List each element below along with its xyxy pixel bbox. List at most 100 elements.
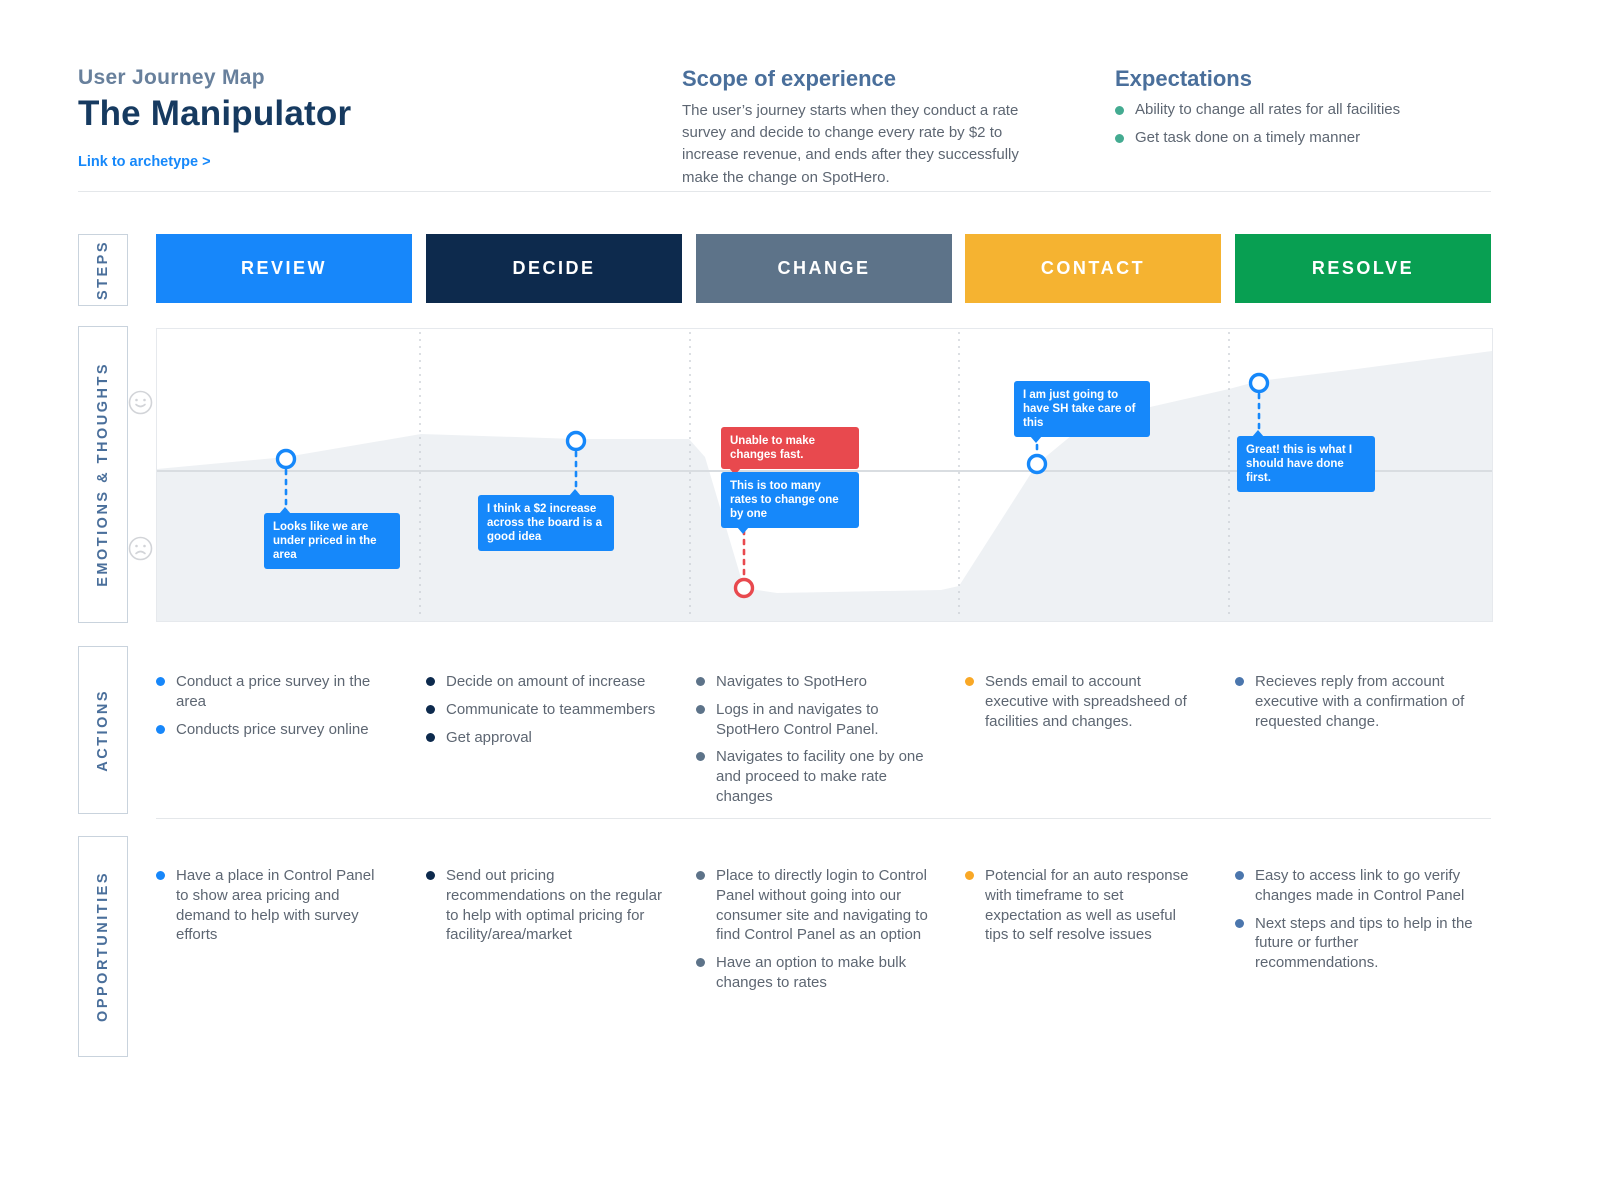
header-divider	[78, 191, 1491, 192]
expectation-text: Ability to change all rates for all faci…	[1135, 101, 1401, 118]
step-contact: CONTACT	[965, 234, 1221, 303]
list-item-text: Sends email to account executive with sp…	[985, 673, 1187, 730]
list-item-text: Conduct a price survey in the area	[176, 673, 371, 710]
list-item-text: Place to directly login to Control Panel…	[716, 867, 928, 944]
expectation-item: Get task done on a timely manner	[1115, 129, 1445, 146]
list-item: Logs in and navigates to SpotHero Contro…	[696, 700, 936, 740]
bullet-dot-icon	[1235, 871, 1244, 880]
bullet-dot-icon	[426, 704, 435, 714]
list-item: Recieves reply from account executive wi…	[1235, 672, 1475, 731]
page-title: The Manipulator	[78, 94, 352, 133]
map-type-label: User Journey Map	[78, 66, 265, 89]
step-review: REVIEW	[156, 234, 412, 303]
list-item: Communicate to teammembers	[426, 700, 662, 720]
list-item: Get approval	[426, 728, 662, 748]
row-label-opportunities: OPPORTUNITIES	[78, 836, 128, 1057]
bubble-tail	[279, 507, 291, 514]
bullet-dot-icon	[965, 677, 974, 686]
bullet-dot-icon	[696, 958, 705, 968]
list-item: Send out pricing recommendations on the …	[426, 866, 662, 945]
bullet-dot-icon	[696, 871, 705, 880]
bullet-dot-icon	[1235, 677, 1244, 686]
list-item-text: Navigates to facility one by one and pro…	[716, 748, 924, 805]
emotion-marker	[1248, 372, 1270, 394]
row-label-steps: STEPS	[78, 234, 128, 306]
bubble-tail	[1252, 430, 1264, 437]
emotion-marker	[275, 448, 297, 470]
list-item-text: Easy to access link to go verify changes…	[1255, 867, 1465, 904]
list-item-text: Next steps and tips to help in the futur…	[1255, 914, 1473, 972]
expectation-text: Get task done on a timely manner	[1135, 129, 1361, 146]
expectations-heading: Expectations	[1115, 66, 1252, 91]
list-item: Next steps and tips to help in the futur…	[1235, 914, 1477, 973]
list-item: Sends email to account executive with sp…	[965, 672, 1201, 731]
actions-divider	[156, 818, 1491, 819]
opps-row-col-2: Send out pricing recommendations on the …	[426, 866, 662, 953]
emotion-marker	[733, 577, 755, 599]
bubble-tail	[729, 468, 741, 476]
list-item: Have a place in Control Panel to show ar…	[156, 866, 388, 945]
row-label-actions: ACTIONS	[78, 646, 128, 814]
sad-face-icon	[128, 536, 153, 561]
bullet-dot-icon	[426, 677, 435, 686]
actions-row-col-4: Sends email to account executive with sp…	[965, 672, 1201, 739]
step-change: CHANGE	[696, 234, 952, 303]
bullet-dot-icon	[1115, 134, 1124, 143]
happy-face-icon	[128, 390, 153, 415]
bullet-dot-icon	[696, 704, 705, 714]
bullet-dot-icon	[156, 724, 165, 734]
archetype-link[interactable]: Link to archetype >	[78, 154, 211, 170]
list-item-text: Conducts price survey online	[176, 720, 369, 738]
scope-heading: Scope of experience	[682, 66, 896, 91]
list-item-text: Have an option to make bulk changes to r…	[716, 954, 907, 991]
bullet-dot-icon	[696, 752, 705, 762]
list-item-text: Logs in and navigates to SpotHero Contro…	[716, 700, 879, 738]
list-item-text: Decide on amount of increase	[446, 673, 646, 690]
bubble-tail	[737, 527, 749, 535]
list-item-text: Get approval	[446, 728, 532, 746]
expectations-list: Ability to change all rates for all faci…	[1115, 101, 1445, 157]
list-item: Decide on amount of increase	[426, 672, 662, 692]
list-item-text: Recieves reply from account executive wi…	[1255, 673, 1465, 730]
bubble-tail	[1030, 436, 1042, 444]
thought-bubble: I think a $2 increase across the board i…	[478, 489, 614, 552]
bullet-dot-icon	[426, 732, 435, 742]
actions-row-col-5: Recieves reply from account executive wi…	[1235, 672, 1475, 739]
list-item-text: Potencial for an auto response with time…	[985, 867, 1189, 944]
list-item: Easy to access link to go verify changes…	[1235, 866, 1477, 906]
bubble-tail	[569, 489, 581, 496]
opps-row-col-3: Place to directly login to Control Panel…	[696, 866, 936, 1001]
list-item: Have an option to make bulk changes to r…	[696, 953, 936, 993]
thought-bubble: Great! this is what I should have done f…	[1237, 430, 1375, 493]
list-item: Navigates to SpotHero	[696, 672, 936, 692]
list-item-text: Navigates to SpotHero	[716, 673, 867, 690]
step-decide: DECIDE	[426, 234, 682, 303]
emotion-area	[157, 351, 1492, 621]
list-item-text: Communicate to teammembers	[446, 700, 656, 718]
expectation-item: Ability to change all rates for all faci…	[1115, 101, 1445, 118]
opps-row-col-1: Have a place in Control Panel to show ar…	[156, 866, 388, 953]
step-resolve: RESOLVE	[1235, 234, 1491, 303]
opps-row-col-4: Potencial for an auto response with time…	[965, 866, 1201, 953]
opps-row-col-5: Easy to access link to go verify changes…	[1235, 866, 1477, 981]
emotion-marker	[1026, 453, 1048, 475]
thought-bubble: Unable to make changes fast.	[721, 427, 859, 476]
emotion-marker	[565, 430, 587, 452]
bullet-dot-icon	[1235, 918, 1244, 928]
bullet-dot-icon	[156, 871, 165, 880]
bullet-dot-icon	[1115, 106, 1124, 115]
list-item-text: Have a place in Control Panel to show ar…	[176, 867, 375, 944]
list-item: Conduct a price survey in the area	[156, 672, 388, 712]
bullet-dot-icon	[696, 677, 705, 686]
row-label-emotions: EMOTIONS & THOUGHTS	[78, 326, 128, 623]
list-item: Navigates to facility one by one and pro…	[696, 747, 936, 806]
list-item: Conducts price survey online	[156, 720, 388, 740]
thought-bubble: I am just going to have SH take care of …	[1014, 381, 1150, 444]
list-item-text: Send out pricing recommendations on the …	[446, 867, 662, 944]
thought-bubble: Looks like we are under priced in the ar…	[264, 507, 400, 570]
list-item: Place to directly login to Control Panel…	[696, 866, 936, 945]
